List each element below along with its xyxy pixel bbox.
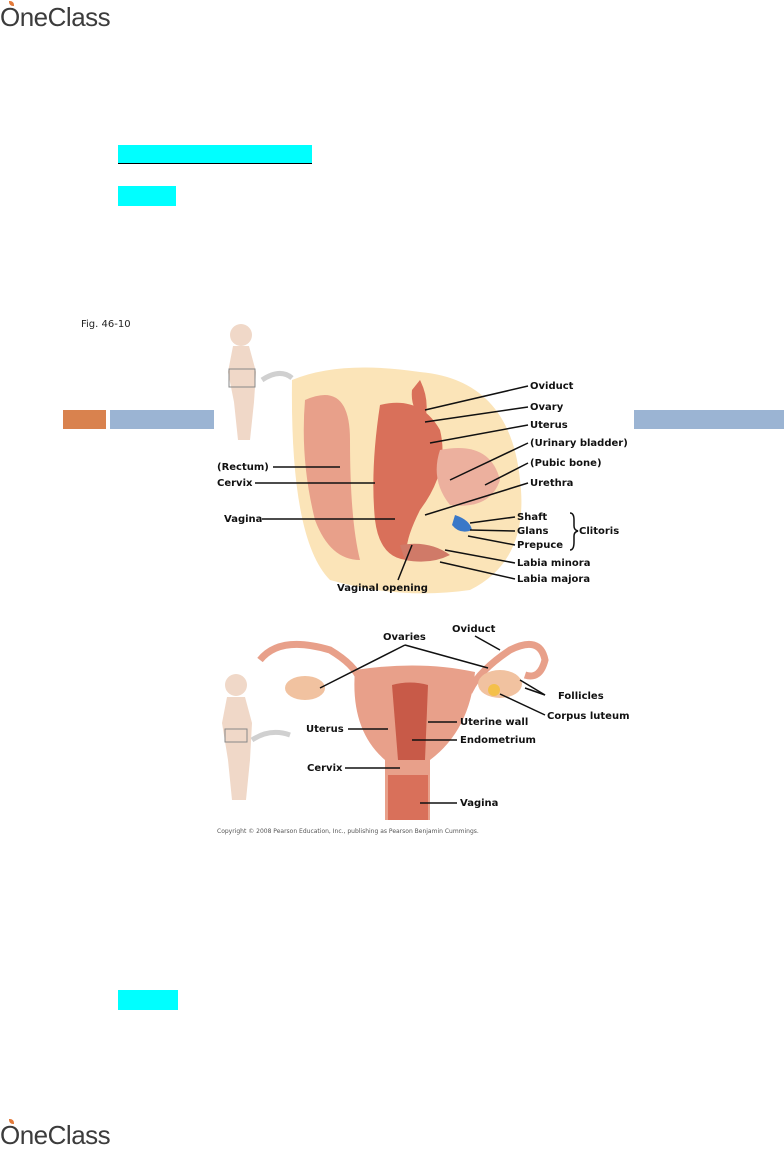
label-vagina: Vagina bbox=[224, 514, 262, 525]
slide-accent-bar-blue-left bbox=[110, 410, 214, 429]
label-uterus: Uterus bbox=[306, 724, 344, 735]
oneclass-logo-top: OneClass bbox=[0, 2, 111, 33]
figure-number: Fig. 46-10 bbox=[81, 319, 131, 330]
label-prepuce: Prepuce bbox=[517, 540, 563, 551]
label-ovaries: Ovaries bbox=[383, 632, 426, 643]
label-oviduct: Oviduct bbox=[530, 381, 574, 392]
label-uterine-wall: Uterine wall bbox=[460, 717, 528, 728]
frontal-section-illustration bbox=[257, 640, 549, 820]
leader-lines-bottom bbox=[319, 635, 546, 804]
highlight-heading bbox=[118, 145, 312, 164]
body-silhouette-bottom bbox=[222, 674, 252, 800]
zoom-arrow-icon bbox=[260, 371, 294, 383]
label-uterus: Uterus bbox=[530, 420, 568, 431]
logo-leaf-icon bbox=[9, 1119, 14, 1124]
label-rectum: (Rectum) bbox=[217, 462, 269, 473]
clitoris-bracket bbox=[569, 512, 579, 551]
label-labia-minora: Labia minora bbox=[517, 558, 590, 569]
label-cervix: Cervix bbox=[217, 478, 253, 489]
copyright-notice: Copyright © 2008 Pearson Education, Inc.… bbox=[217, 828, 479, 835]
label-urinary-bladder: (Urinary bladder) bbox=[530, 438, 628, 449]
leader-lines-top bbox=[255, 385, 529, 581]
label-vagina: Vagina bbox=[460, 798, 498, 809]
highlight-term bbox=[118, 186, 176, 206]
label-urethra: Urethra bbox=[530, 478, 573, 489]
label-ovary: Ovary bbox=[530, 402, 564, 413]
label-corpus-luteum: Corpus luteum bbox=[547, 711, 630, 722]
label-clitoris: Clitoris bbox=[579, 526, 619, 537]
oneclass-logo-bottom: OneClass bbox=[0, 1120, 111, 1151]
label-cervix: Cervix bbox=[307, 763, 343, 774]
label-glans: Glans bbox=[517, 526, 549, 537]
label-oviduct: Oviduct bbox=[452, 624, 496, 635]
zoom-box bbox=[224, 728, 248, 743]
slide-accent-bar-blue-right bbox=[634, 410, 784, 429]
label-pubic-bone: (Pubic bone) bbox=[530, 458, 602, 469]
body-silhouette-top bbox=[228, 324, 256, 440]
label-labia-majora: Labia majora bbox=[517, 574, 590, 585]
logo-leaf-icon bbox=[9, 1, 14, 6]
label-vaginal-opening: Vaginal opening bbox=[337, 583, 428, 594]
label-follicles: Follicles bbox=[558, 691, 604, 702]
label-shaft: Shaft bbox=[517, 512, 547, 523]
zoom-box bbox=[228, 368, 256, 388]
slide-accent-bar-orange bbox=[63, 410, 106, 429]
logo-text: OneClass bbox=[0, 2, 111, 32]
highlight-term bbox=[118, 990, 178, 1010]
label-endometrium: Endometrium bbox=[460, 735, 536, 746]
zoom-arrow-icon bbox=[250, 729, 291, 743]
logo-text: OneClass bbox=[0, 1120, 111, 1150]
